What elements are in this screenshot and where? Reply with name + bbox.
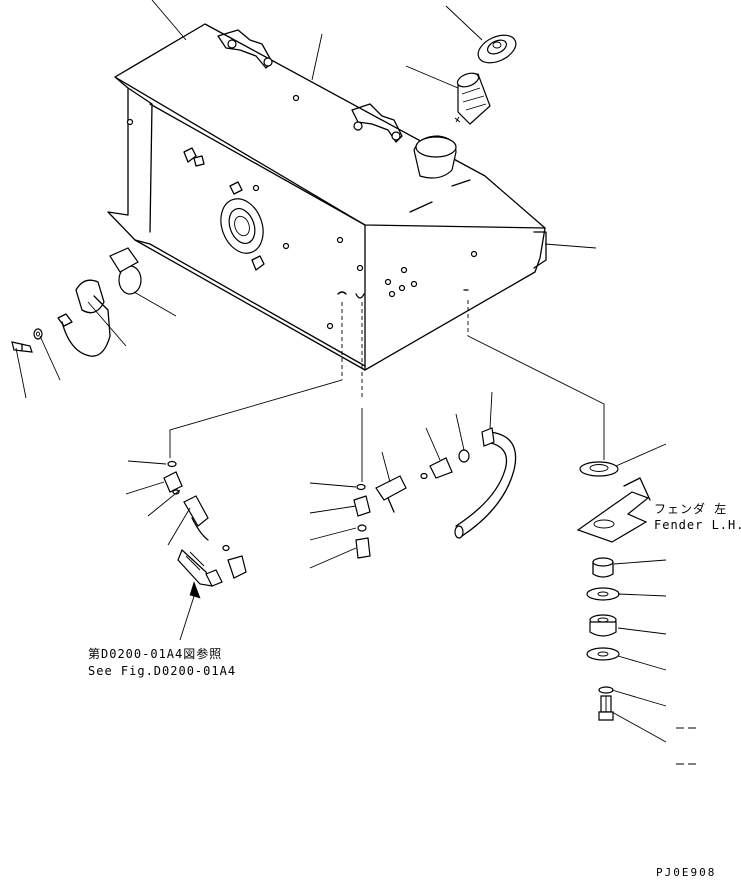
fuel-tank (107, 23, 547, 371)
reference-note-jp: 第D0200-01A4図参照 (88, 647, 223, 661)
reference-note-en: See Fig.D0200-01A4 (88, 664, 237, 678)
strainer (454, 72, 491, 125)
drain-valve-group-center (353, 449, 470, 559)
filler-cap (477, 34, 517, 64)
fender-label-en: Fender L.H. (654, 518, 741, 532)
leader-lines (15, 0, 667, 743)
drain-valve-group-left (163, 460, 247, 587)
tank-mount-stack (576, 461, 651, 721)
drain-hose (454, 427, 517, 539)
fuel-gauge-sender (11, 247, 142, 357)
fender-callout-dashes (676, 727, 696, 765)
fender-label-jp: フェンダ 左 (654, 502, 728, 516)
drawing-code: PJ0E908 (656, 866, 717, 879)
